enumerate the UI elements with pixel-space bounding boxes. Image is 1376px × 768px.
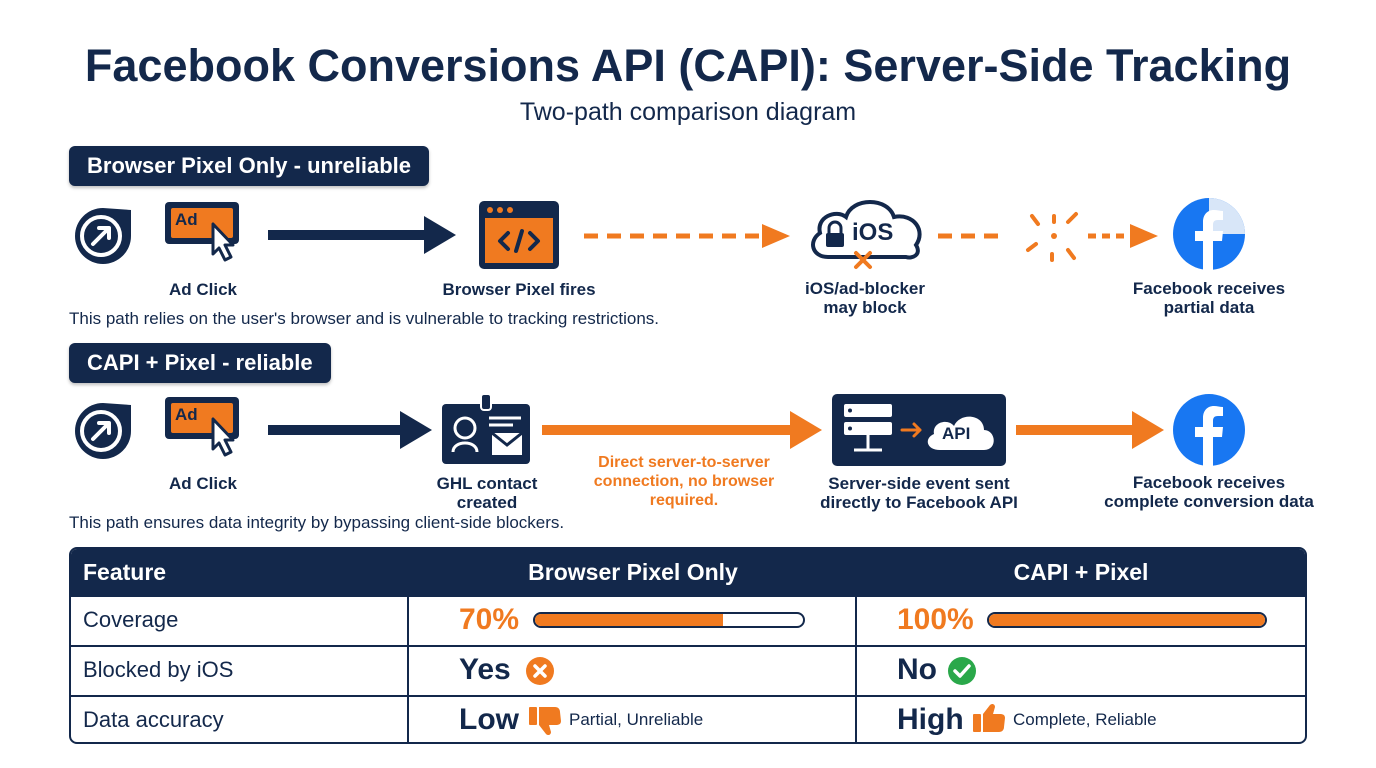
column-divider [407,549,409,742]
ad-click-icon: Ad [163,393,243,465]
arrow-right-icon [268,409,434,451]
ad-text: Ad [175,210,198,229]
direct-connection-note: Direct server-to-server connection, no b… [593,454,775,509]
broken-arrow-icon [938,210,1162,266]
check-circle-icon [947,656,977,686]
ad-click-icon: Ad [163,198,243,270]
page-subtitle: Two-path comparison diagram [519,98,857,126]
ad-text: Ad [175,405,198,424]
path1-note: This path relies on the user's browser a… [69,309,660,328]
feature-blocked: Blocked by iOS [83,657,234,682]
header-feature: Feature [83,559,167,585]
path2-fb-label: Facebook receives complete conversion da… [1104,473,1314,511]
cursor-click-icon [71,204,135,268]
capi-blocked-value: No [897,653,937,686]
capi-accuracy-value: High [897,703,964,736]
capi-coverage-bar [987,612,1267,628]
path1-ad-click-label: Ad Click [168,280,238,299]
header-capi: CAPI + Pixel [1013,559,1149,585]
header-pixel: Browser Pixel Only [528,559,738,585]
feature-coverage: Coverage [83,607,179,632]
orange-arrow-icon [1016,409,1166,451]
comparison-table: Feature Browser Pixel Only CAPI + Pixel … [69,547,1307,744]
facebook-icon [1172,393,1246,467]
table-row: Blocked by iOS Yes No [71,645,1305,695]
path1-pixel-label: Browser Pixel fires [442,280,596,299]
api-text: API [942,424,971,443]
pixel-coverage-fill [535,614,723,626]
feature-accuracy: Data accuracy [83,707,224,732]
path2-note: This path ensures data integrity by bypa… [69,513,565,532]
path1-fb-label: Facebook receives partial data [1132,279,1286,317]
pixel-accuracy-detail: Partial, Unreliable [569,710,704,729]
table-row: Coverage 70% 100% [71,595,1305,645]
path2-label: CAPI + Pixel - reliable [69,343,331,383]
thumbs-down-icon [529,705,563,737]
table-header: Feature Browser Pixel Only CAPI + Pixel [71,549,1305,595]
path1-label: Browser Pixel Only - unreliable [69,146,429,186]
capi-coverage-value: 100% [897,603,974,636]
ios-cloud-lock-icon: iOS [804,193,928,275]
cursor-click-icon [71,399,135,463]
column-divider [855,549,857,742]
path1-block-label: iOS/ad-blocker may block [805,279,925,317]
dashed-arrow-icon [584,222,794,250]
orange-arrow-icon [542,409,824,451]
ios-text: iOS [852,219,894,246]
path2-ad-click-label: Ad Click [168,474,238,493]
browser-code-icon [478,200,560,270]
server-api-icon: API [832,394,1006,466]
thumbs-up-icon [973,702,1007,734]
path2-contact-label: GHL contact created [436,474,538,512]
capi-coverage-fill [989,614,1265,626]
contact-card-icon [441,392,535,466]
path2-server-label: Server-side event sent directly to Faceb… [820,474,1018,512]
pixel-accuracy-value: Low [459,703,519,736]
pixel-blocked-value: Yes [459,653,511,686]
pixel-coverage-value: 70% [459,603,520,636]
arrow-right-icon [268,214,458,256]
facebook-partial-icon [1172,197,1246,271]
x-circle-icon [525,656,555,686]
page-title: Facebook Conversions API (CAPI): Server-… [84,40,1292,91]
pixel-coverage-bar [533,612,805,628]
capi-accuracy-detail: Complete, Reliable [1013,710,1157,729]
table-row: Data accuracy Low Partial, Unreliable Hi… [71,695,1305,742]
